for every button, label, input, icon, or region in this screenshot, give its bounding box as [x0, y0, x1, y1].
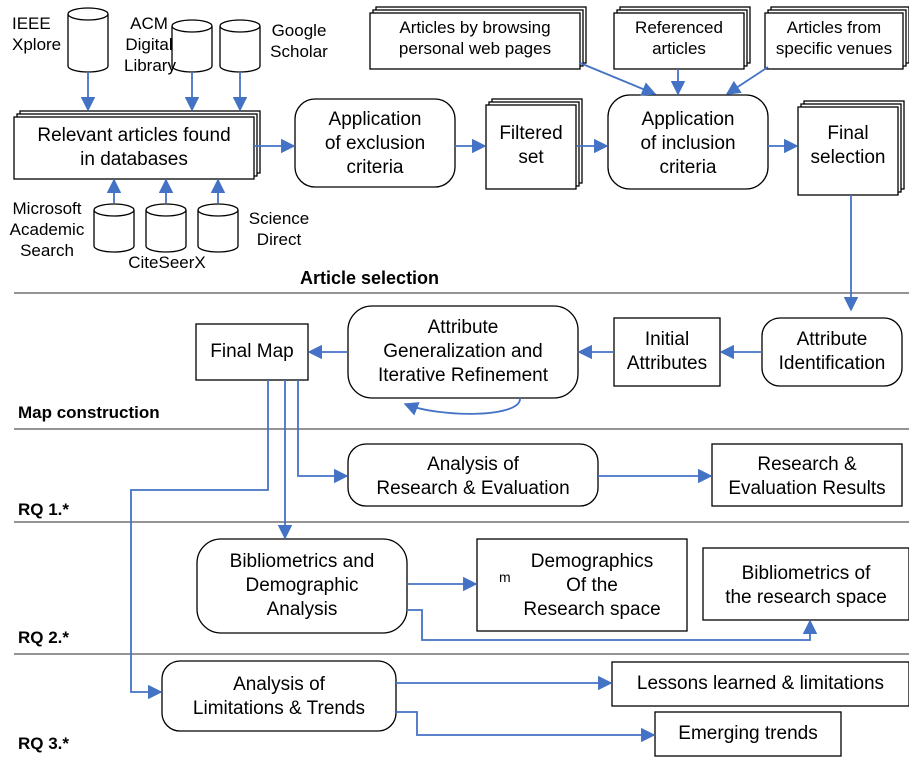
- final-map-label: Final Map: [210, 341, 294, 362]
- demographics-box: [476, 538, 688, 632]
- final-map-box: [195, 323, 309, 381]
- referenced-articles-label: Referenced articles: [635, 18, 723, 58]
- initial-attributes-box: [613, 317, 721, 387]
- acm-label: ACM Digital Library: [124, 14, 176, 75]
- research-evaluation-analysis-label: Analysis of Research & Evaluation: [376, 454, 570, 499]
- research-evaluation-results-box: [711, 443, 903, 507]
- attribute-identification-label: Attribute Identification: [778, 329, 886, 374]
- microsoft-academic-label: Microsoft Academic Search: [9, 199, 85, 260]
- demographics-label: Demographics Of the Research space: [523, 551, 661, 620]
- demographics-stray-mark: m: [499, 569, 511, 585]
- generalization-label: Attribute Generalization and Iterative R…: [377, 317, 549, 386]
- limitations-trends-analysis-label: Analysis of Limitations & Trends: [192, 674, 366, 719]
- bibliometrics-result-box: [702, 547, 909, 621]
- rq2-section-label: RQ 2.*: [18, 628, 70, 647]
- ieee-label: IEEE Xplore: [12, 14, 62, 54]
- browsing-articles-label: Articles by browsing personal web pages: [398, 18, 552, 58]
- rq3-section-label: RQ 3.*: [18, 734, 70, 753]
- article-selection-section-label: Article selection: [300, 268, 440, 288]
- google-scholar-database-icon: [219, 19, 261, 73]
- citeseerx-label: CiteSeerX: [128, 253, 206, 272]
- microsoft-academic-database-icon: [93, 203, 135, 253]
- final-selection-label: Final selection: [810, 123, 886, 168]
- sciencedirect-label: Science Direct: [248, 209, 310, 249]
- venue-articles-label: Articles from specific venues: [775, 18, 893, 58]
- citeseerx-database-icon: [145, 203, 187, 253]
- inclusion-criteria-label: Application of inclusion criteria: [640, 109, 736, 178]
- referenced-articles-box: [613, 6, 751, 70]
- bibliometrics-analysis-box: [196, 538, 408, 634]
- emerging-trends-label: Emerging trends: [678, 723, 818, 744]
- initial-attributes-label: Initial Attributes: [626, 329, 708, 374]
- venue-articles-box: [764, 6, 909, 70]
- acm-database-icon: [171, 19, 213, 73]
- ieee-database-icon: [67, 7, 109, 73]
- relevant-articles-box: [13, 110, 261, 180]
- final-selection-box: [797, 100, 905, 196]
- bibliometrics-analysis-label: Bibliometrics and Demographic Analysis: [229, 551, 375, 620]
- exclusion-criteria-label: Application of exclusion criteria: [324, 109, 426, 178]
- filtered-set-box: [485, 98, 583, 190]
- google-scholar-label: Google Scholar: [270, 21, 328, 61]
- browsing-articles-box: [369, 6, 587, 70]
- sciencedirect-database-icon: [197, 203, 239, 253]
- section-dividers: [14, 292, 909, 655]
- relevant-articles-label: Relevant articles found in databases: [37, 125, 231, 170]
- research-evaluation-results-label: Research & Evaluation Results: [728, 454, 886, 499]
- filtered-set-label: Filtered set: [499, 123, 563, 168]
- rq1-section-label: RQ 1.*: [18, 500, 70, 519]
- lessons-learned-box: [611, 661, 909, 707]
- bibliometrics-result-label: Bibliometrics of the research space: [725, 563, 887, 608]
- lessons-learned-label: Lessons learned & limitations: [636, 673, 885, 694]
- connector-arrows: [80, 62, 859, 743]
- map-construction-section-label: Map construction: [18, 403, 160, 422]
